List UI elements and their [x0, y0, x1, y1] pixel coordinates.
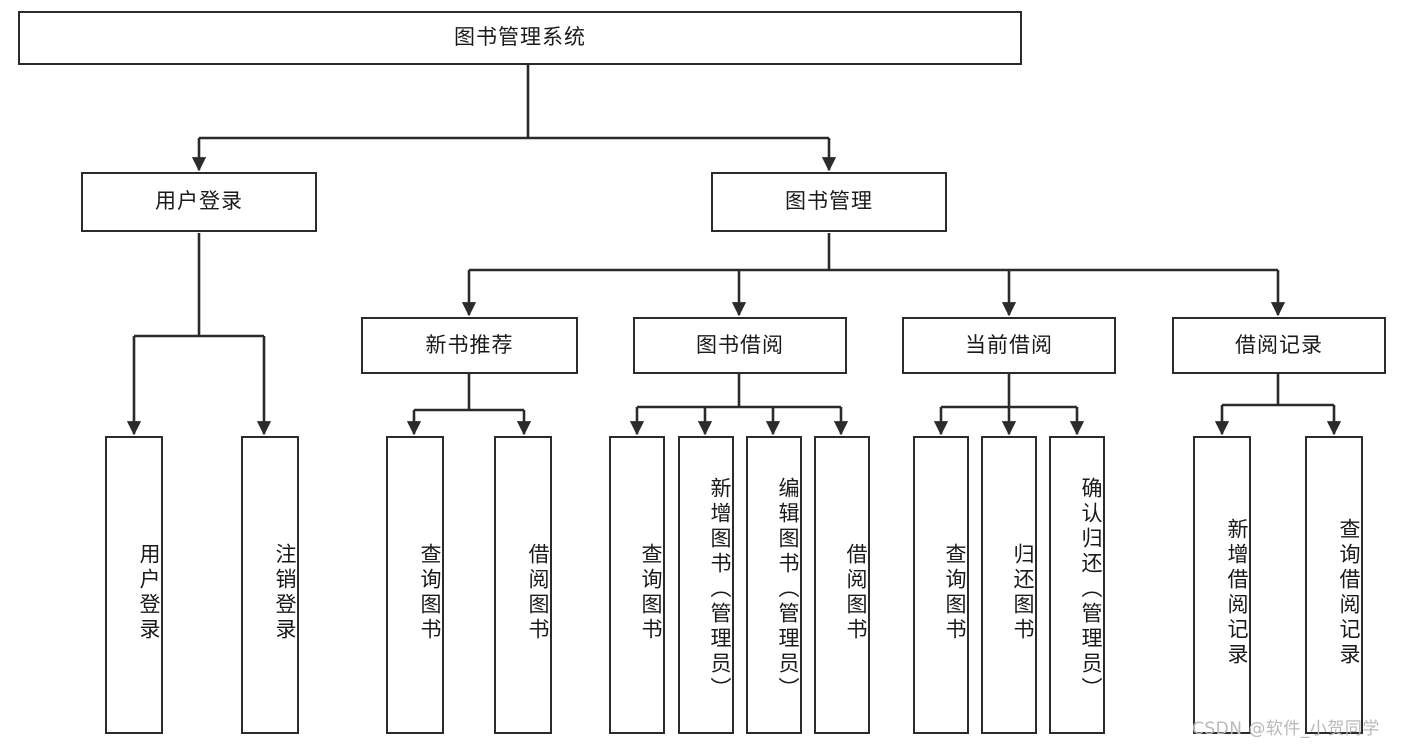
leaf-add-borrow-record-label: 新增借阅记录 [1225, 518, 1249, 668]
leaf-edit-book-admin[interactable]: 编辑图书（管理员） [746, 436, 802, 734]
leaf-add-borrow-record[interactable]: 新增借阅记录 [1193, 436, 1251, 734]
leaf-logout[interactable]: 注销登录 [241, 436, 299, 734]
node-book-management[interactable]: 图书管理 [711, 172, 947, 232]
leaf-logout-label: 注销登录 [273, 543, 297, 643]
leaf-query-borrow-record[interactable]: 查询借阅记录 [1305, 436, 1363, 734]
leaf-user-login[interactable]: 用户登录 [105, 436, 163, 734]
leaf-add-book-admin-label: 新增图书（管理员） [708, 476, 732, 702]
node-book-management-label: 图书管理 [785, 189, 873, 214]
leaf-query-book-nb-label: 查询图书 [418, 543, 442, 643]
leaf-query-book-nb[interactable]: 查询图书 [386, 436, 444, 734]
node-new-book-recommend[interactable]: 新书推荐 [361, 317, 578, 374]
node-book-borrow-label: 图书借阅 [696, 332, 784, 357]
leaf-query-book-cb[interactable]: 查询图书 [913, 436, 969, 734]
leaf-borrow-book-nb-label: 借阅图书 [526, 543, 550, 643]
node-borrow-record-label: 借阅记录 [1235, 332, 1323, 357]
node-root-system-label: 图书管理系统 [454, 25, 586, 50]
leaf-return-book[interactable]: 归还图书 [981, 436, 1037, 734]
node-user-login[interactable]: 用户登录 [81, 172, 317, 232]
leaf-confirm-return-admin-label: 确认归还（管理员） [1079, 476, 1103, 702]
leaf-confirm-return-admin[interactable]: 确认归还（管理员） [1049, 436, 1105, 734]
node-borrow-record[interactable]: 借阅记录 [1172, 317, 1386, 374]
leaf-user-login-label: 用户登录 [137, 543, 161, 643]
csdn-watermark: CSDN @软件_小贺同学 [1192, 719, 1380, 739]
leaf-return-book-label: 归还图书 [1011, 543, 1035, 643]
leaf-query-borrow-record-label: 查询借阅记录 [1337, 518, 1361, 668]
leaf-query-book-bb-label: 查询图书 [639, 543, 663, 643]
node-root-system[interactable]: 图书管理系统 [18, 11, 1022, 65]
leaf-borrow-book-bb[interactable]: 借阅图书 [814, 436, 870, 734]
node-book-borrow[interactable]: 图书借阅 [633, 317, 847, 374]
leaf-borrow-book-bb-label: 借阅图书 [844, 543, 868, 643]
node-current-borrow[interactable]: 当前借阅 [902, 317, 1116, 374]
node-new-book-recommend-label: 新书推荐 [425, 332, 514, 357]
leaf-query-book-cb-label: 查询图书 [943, 543, 967, 643]
node-user-login-label: 用户登录 [155, 189, 243, 214]
leaf-edit-book-admin-label: 编辑图书（管理员） [776, 476, 800, 702]
node-current-borrow-label: 当前借阅 [965, 332, 1053, 357]
leaf-borrow-book-nb[interactable]: 借阅图书 [494, 436, 552, 734]
leaf-add-book-admin[interactable]: 新增图书（管理员） [678, 436, 734, 734]
leaf-query-book-bb[interactable]: 查询图书 [609, 436, 665, 734]
